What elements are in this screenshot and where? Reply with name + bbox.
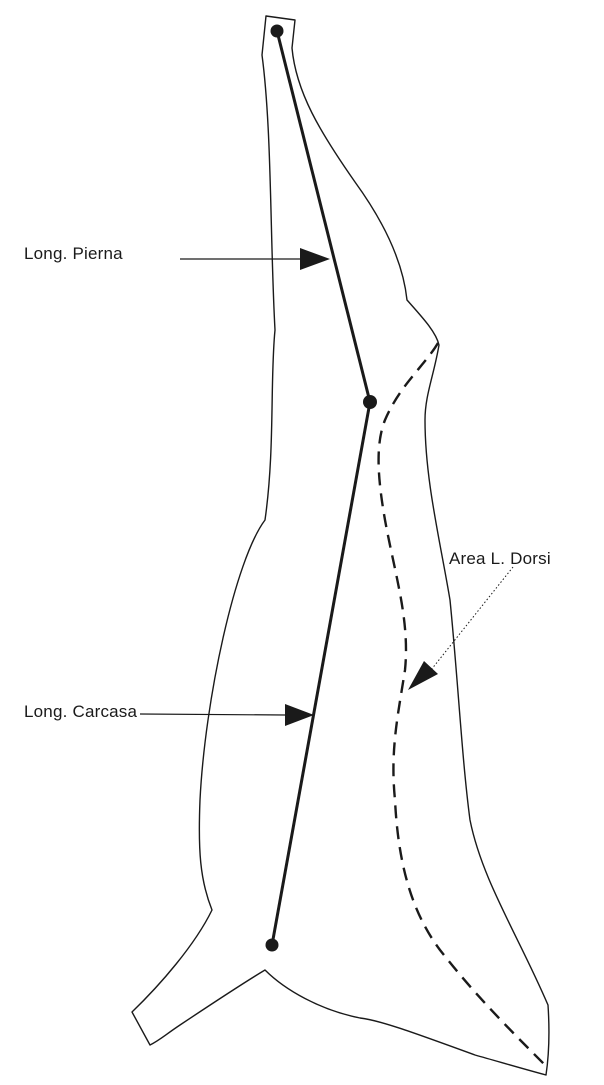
leg-length-label: Long. Pierna <box>24 244 123 264</box>
carcass-length-line <box>272 402 370 945</box>
leg-length-line <box>277 31 370 402</box>
loin-area-label: Area L. Dorsi <box>449 549 551 569</box>
landmark-dot-top <box>271 25 284 38</box>
landmark-dot-middle <box>363 395 377 409</box>
carcass-pointer-line <box>140 714 285 715</box>
loin-pointer-line <box>427 567 513 675</box>
landmark-dot-bottom <box>266 939 279 952</box>
carcass-pointer-arrowhead <box>285 704 314 726</box>
loin-pointer-arrowhead <box>408 661 438 690</box>
loin-dashed-path <box>379 343 548 1068</box>
carcass-outline <box>132 16 549 1075</box>
carcass-length-label: Long. Carcasa <box>24 702 137 722</box>
leg-pointer-arrowhead <box>300 248 330 270</box>
